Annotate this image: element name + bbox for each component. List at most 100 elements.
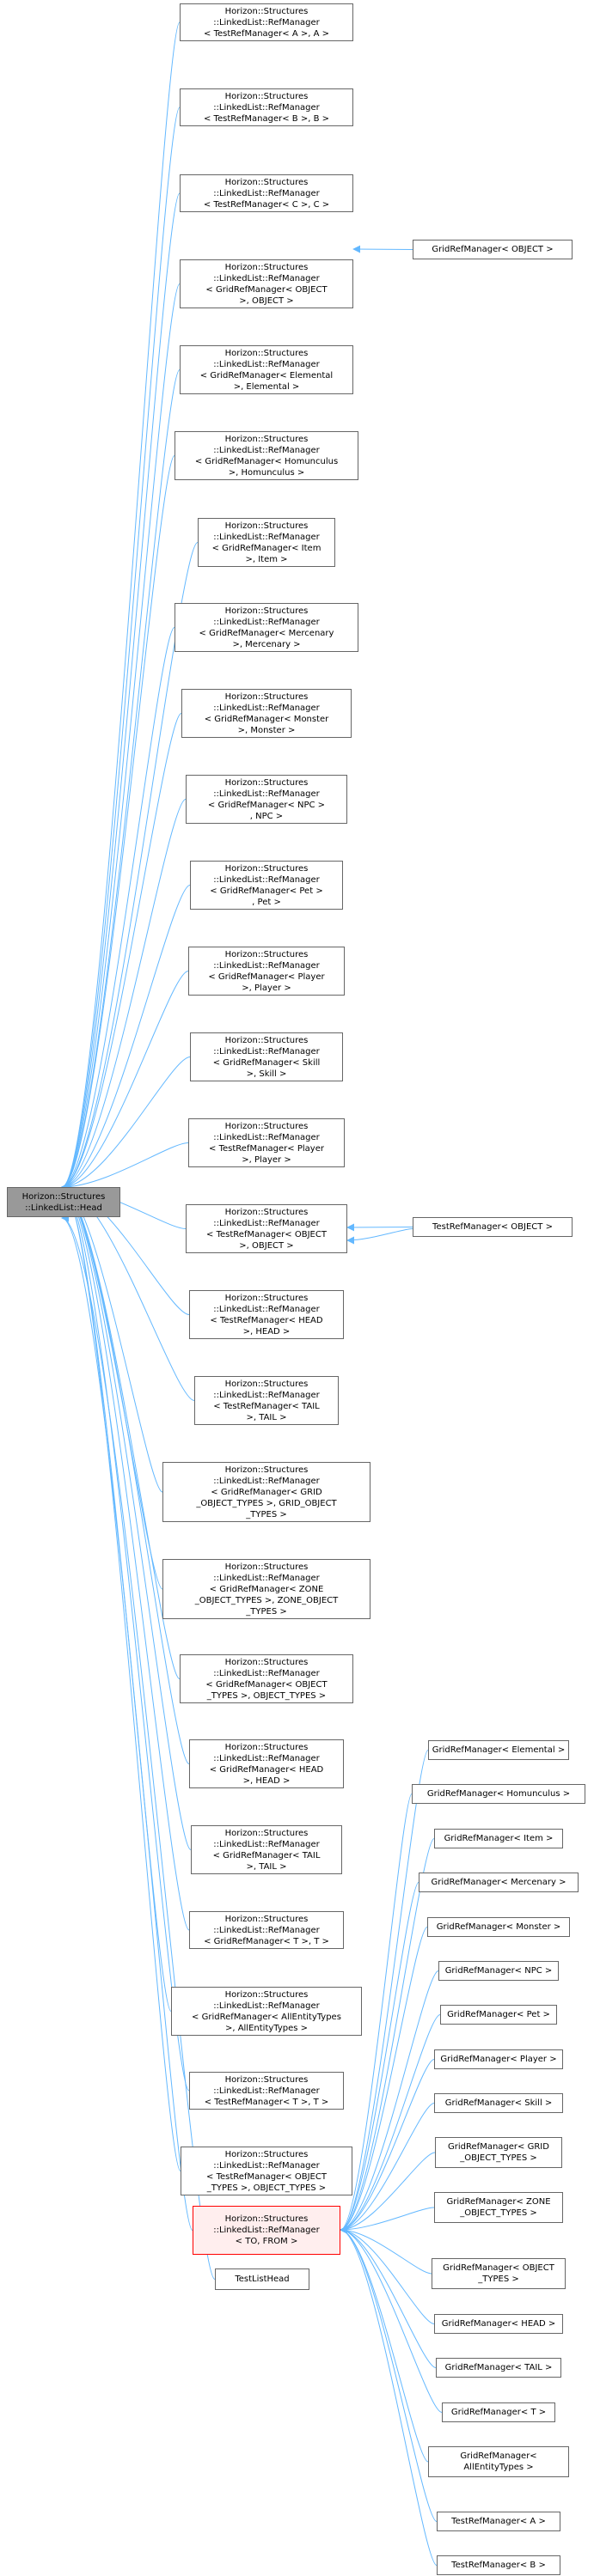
edge-testobject-to-refmanager-a	[346, 1223, 413, 1232]
node-focus-child-12[interactable]: GridRefManager< OBJECT _TYPES >	[432, 2258, 566, 2289]
node-refmanager-8[interactable]: Horizon::Structures ::LinkedList::RefMan…	[175, 603, 358, 652]
node-focus-child-17[interactable]: TestRefManager< A >	[437, 2512, 560, 2531]
node-refmanager-6-label: Horizon::Structures ::LinkedList::RefMan…	[194, 434, 339, 478]
edge-focus-child-17	[340, 2226, 438, 2522]
node-refmanager-20[interactable]: Horizon::Structures ::LinkedList::RefMan…	[180, 1654, 353, 1703]
node-focus-child-16[interactable]: GridRefManager< AllEntityTypes >	[428, 2446, 569, 2477]
node-refmanager-17-label: Horizon::Structures ::LinkedList::RefMan…	[213, 1379, 320, 1422]
node-focus-child-1-label: GridRefManager< Elemental >	[432, 1745, 566, 1755]
node-refmanager-23[interactable]: Horizon::Structures ::LinkedList::RefMan…	[189, 1911, 344, 1949]
node-focus-child-10-label: GridRefManager< GRID _OBJECT_TYPES >	[448, 2142, 549, 2163]
node-focus-child-2-label: GridRefManager< Homunculus >	[426, 1789, 571, 1799]
node-focus-child-4[interactable]: GridRefManager< Mercenary >	[419, 1873, 579, 1892]
node-refmanager-24-label: Horizon::Structures ::LinkedList::RefMan…	[192, 1989, 341, 2033]
edge-child-23-to-head	[61, 1183, 190, 1931]
edge-focus-child-10	[340, 2152, 436, 2234]
edge-focus-child-5	[340, 1927, 428, 2234]
node-gridrefmanager-object-label: GridRefManager< OBJECT >	[432, 245, 554, 254]
node-gridrefmanager-object[interactable]: GridRefManager< OBJECT >	[413, 240, 573, 259]
node-refmanager-2[interactable]: Horizon::Structures ::LinkedList::RefMan…	[180, 88, 353, 126]
node-refmanager-16[interactable]: Horizon::Structures ::LinkedList::RefMan…	[189, 1290, 344, 1339]
node-refmanager-21[interactable]: Horizon::Structures ::LinkedList::RefMan…	[189, 1739, 344, 1788]
node-focus-child-8[interactable]: GridRefManager< Player >	[434, 2049, 563, 2069]
node-refmanager-15[interactable]: Horizon::Structures ::LinkedList::RefMan…	[186, 1204, 347, 1253]
node-refmanager-19-label: Horizon::Structures ::LinkedList::RefMan…	[194, 1562, 339, 1617]
node-refmanager-25-label: Horizon::Structures ::LinkedList::RefMan…	[204, 2074, 329, 2107]
edge-child-2-to-head	[61, 107, 181, 1191]
edge-child-12-to-head	[61, 971, 189, 1191]
node-focus-child-16-label: GridRefManager< AllEntityTypes >	[460, 2451, 537, 2472]
node-refmanager-12[interactable]: Horizon::Structures ::LinkedList::RefMan…	[188, 947, 345, 996]
node-refmanager-10-label: Horizon::Structures ::LinkedList::RefMan…	[207, 777, 326, 821]
node-focus-child-9-label: GridRefManager< Skill >	[444, 2098, 553, 2108]
node-refmanager-20-label: Horizon::Structures ::LinkedList::RefMan…	[205, 1657, 328, 1701]
node-refmanager-3[interactable]: Horizon::Structures ::LinkedList::RefMan…	[180, 174, 353, 212]
node-refmanager-14[interactable]: Horizon::Structures ::LinkedList::RefMan…	[188, 1118, 345, 1167]
node-focus-child-17-label: TestRefManager< A >	[451, 2517, 546, 2526]
node-refmanager-4[interactable]: Horizon::Structures ::LinkedList::RefMan…	[180, 259, 353, 308]
node-refmanager-19[interactable]: Horizon::Structures ::LinkedList::RefMan…	[162, 1559, 370, 1619]
node-focus-child-10[interactable]: GridRefManager< GRID _OBJECT_TYPES >	[435, 2137, 562, 2168]
node-refmanager-9[interactable]: Horizon::Structures ::LinkedList::RefMan…	[181, 689, 352, 738]
node-focus-child-7[interactable]: GridRefManager< Pet >	[440, 2005, 557, 2025]
edge-testobject-to-refmanager-b	[346, 1228, 413, 1245]
node-focus-child-3[interactable]: GridRefManager< Item >	[434, 1829, 563, 1848]
node-focus-child-18[interactable]: TestRefManager< B >	[437, 2555, 560, 2575]
node-focus-child-4-label: GridRefManager< Mercenary >	[431, 1878, 566, 1887]
node-focus-child-5-label: GridRefManager< Monster >	[436, 1922, 561, 1932]
node-focus-child-15[interactable]: GridRefManager< T >	[442, 2402, 555, 2422]
node-linkedlist-head[interactable]: Horizon::Structures ::LinkedList::Head	[7, 1187, 120, 1217]
node-testrefmanager-object-label: TestRefManager< OBJECT >	[432, 1222, 553, 1232]
node-refmanager-5-label: Horizon::Structures ::LinkedList::RefMan…	[199, 348, 334, 392]
node-linkedlist-head-label: Horizon::Structures ::LinkedList::Head	[21, 1191, 106, 1213]
edge-child-19-to-head	[61, 1183, 163, 1590]
node-focus-child-14[interactable]: GridRefManager< TAIL >	[436, 2358, 561, 2378]
node-refmanager-25[interactable]: Horizon::Structures ::LinkedList::RefMan…	[189, 2072, 344, 2110]
node-refmanager-5[interactable]: Horizon::Structures ::LinkedList::RefMan…	[180, 345, 353, 394]
node-test-list-head[interactable]: TestListHead	[215, 2268, 309, 2290]
edge-focus-child-1	[340, 1750, 429, 2234]
edge-focus-child-13	[340, 2226, 435, 2324]
node-focus-child-6[interactable]: GridRefManager< NPC >	[438, 1961, 559, 1981]
node-refmanager-1[interactable]: Horizon::Structures ::LinkedList::RefMan…	[180, 3, 353, 41]
node-focus-child-11[interactable]: GridRefManager< ZONE _OBJECT_TYPES >	[434, 2192, 563, 2223]
node-focus-child-1[interactable]: GridRefManager< Elemental >	[428, 1740, 569, 1760]
edge-child-6-to-head	[61, 455, 175, 1191]
node-refmanager-6[interactable]: Horizon::Structures ::LinkedList::RefMan…	[175, 431, 358, 480]
edge-child-7-to-head	[61, 542, 199, 1191]
node-refmanager-18[interactable]: Horizon::Structures ::LinkedList::RefMan…	[162, 1462, 370, 1522]
node-focus-child-5[interactable]: GridRefManager< Monster >	[427, 1917, 570, 1937]
node-refmanager-4-label: Horizon::Structures ::LinkedList::RefMan…	[205, 262, 328, 306]
edge-focus-child-8	[340, 2059, 435, 2234]
node-focus-child-15-label: GridRefManager< T >	[450, 2408, 547, 2417]
edge-focus-child-9	[340, 2103, 435, 2234]
node-refmanager-to-from[interactable]: Horizon::Structures ::LinkedList::RefMan…	[193, 2206, 340, 2255]
node-refmanager-17[interactable]: Horizon::Structures ::LinkedList::RefMan…	[194, 1376, 339, 1425]
node-focus-child-6-label: GridRefManager< NPC >	[444, 1966, 553, 1976]
node-focus-child-9[interactable]: GridRefManager< Skill >	[434, 2093, 563, 2113]
node-refmanager-15-label: Horizon::Structures ::LinkedList::RefMan…	[206, 1207, 327, 1251]
node-focus-child-2[interactable]: GridRefManager< Homunculus >	[412, 1784, 585, 1804]
node-testrefmanager-object[interactable]: TestRefManager< OBJECT >	[413, 1217, 573, 1237]
edge-child-13-to-head	[61, 1057, 191, 1191]
node-refmanager-10[interactable]: Horizon::Structures ::LinkedList::RefMan…	[186, 775, 347, 824]
node-refmanager-12-label: Horizon::Structures ::LinkedList::RefMan…	[208, 949, 325, 993]
node-refmanager-26[interactable]: Horizon::Structures ::LinkedList::RefMan…	[181, 2147, 352, 2195]
node-refmanager-11[interactable]: Horizon::Structures ::LinkedList::RefMan…	[190, 861, 343, 910]
node-refmanager-22[interactable]: Horizon::Structures ::LinkedList::RefMan…	[191, 1825, 342, 1874]
node-refmanager-24[interactable]: Horizon::Structures ::LinkedList::RefMan…	[171, 1987, 362, 2036]
edge-focus-child-12	[340, 2226, 432, 2275]
edge-child-22-to-head	[61, 1183, 192, 1850]
edge-child-10-to-head	[61, 799, 187, 1191]
edge-focus-child-14	[340, 2226, 437, 2368]
edge-focus-child-4	[340, 1882, 419, 2234]
edge-focus-child-6	[340, 1970, 439, 2234]
node-refmanager-7[interactable]: Horizon::Structures ::LinkedList::RefMan…	[198, 518, 335, 567]
edge-child-8-to-head	[61, 627, 175, 1191]
node-refmanager-13[interactable]: Horizon::Structures ::LinkedList::RefMan…	[190, 1032, 343, 1081]
edge-child-26-to-head	[61, 1183, 181, 2171]
node-refmanager-22-label: Horizon::Structures ::LinkedList::RefMan…	[212, 1828, 321, 1872]
node-focus-child-13[interactable]: GridRefManager< HEAD >	[434, 2314, 563, 2334]
node-focus-child-7-label: GridRefManager< Pet >	[447, 2010, 550, 2019]
